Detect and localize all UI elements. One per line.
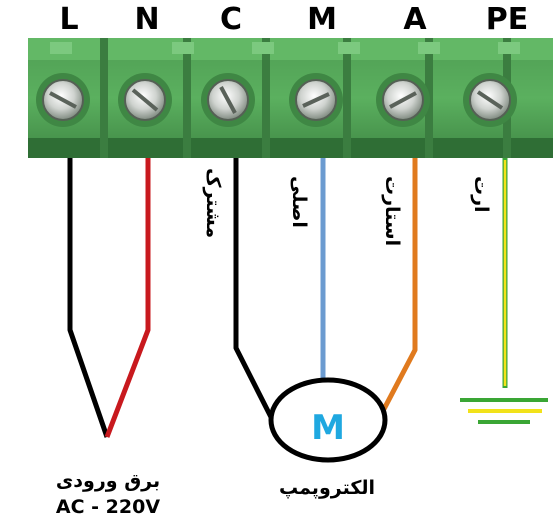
power-input-voltage: AC - 220V (55, 496, 161, 518)
terminal-label-A: A (403, 2, 427, 37)
wire-N (104, 158, 151, 438)
terminal-label-L: L (59, 2, 79, 37)
wire-label-main: اصلی (288, 176, 310, 228)
terminal-screws (36, 73, 517, 127)
earth-ground-icon (460, 398, 548, 424)
screw-icon (201, 73, 255, 127)
terminal-label-M: M (307, 2, 337, 37)
power-input-caption: برق ورودی (55, 470, 161, 492)
terminal-label-PE: PE (485, 2, 529, 37)
terminal-label-C: C (219, 2, 243, 37)
wire-A (370, 158, 418, 432)
motor-symbol (268, 377, 388, 463)
screw-icon (376, 73, 430, 127)
motor-caption: الکتروپمپ (278, 477, 376, 499)
wire-label-earth: ارت (470, 176, 492, 213)
screw-icon (289, 73, 343, 127)
wire-label-common: مشترک (202, 168, 224, 239)
wires (67, 158, 508, 438)
screw-icon (463, 73, 517, 127)
wire-L (67, 158, 110, 438)
screw-icon (36, 73, 90, 127)
screw-icon (118, 73, 172, 127)
terminal-label-N: N (134, 2, 160, 37)
wire-C (233, 158, 278, 427)
wire-label-start: استارت (381, 176, 403, 247)
motor-letter: M (311, 408, 345, 448)
